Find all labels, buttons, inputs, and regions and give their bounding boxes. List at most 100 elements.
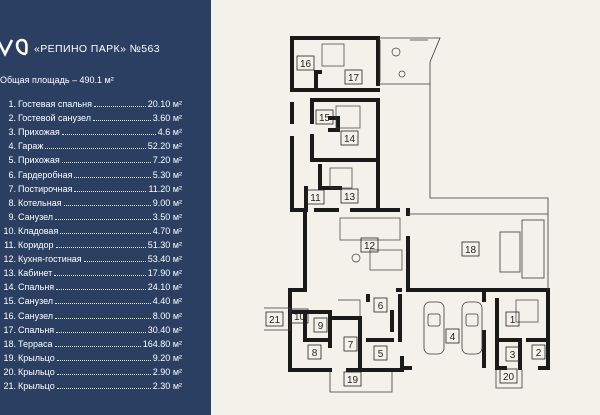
room-area: 3.60 м²	[152, 113, 182, 124]
dot-leader	[56, 281, 146, 291]
room-name: Крыльцо	[18, 381, 55, 391]
room-label-14: 14	[340, 130, 359, 146]
room-number: 5.	[8, 155, 16, 166]
room-area: 20.10 м²	[147, 99, 182, 109]
dot-leader	[55, 310, 151, 319]
room-label-3: 3	[505, 346, 520, 362]
room-number: 20.	[3, 366, 16, 377]
svg-text:17: 17	[348, 73, 360, 84]
room-area: 4.6 м²	[157, 127, 182, 138]
total-area: Общая площадь – 490.1 м²	[0, 75, 114, 85]
room-area: 5.30 м²	[152, 169, 182, 180]
room-list-item: 17.Спальня 30.40 м²	[0, 324, 182, 336]
room-number: 9.	[8, 211, 16, 222]
room-name: Крыльцо	[18, 366, 55, 377]
dot-leader	[63, 197, 151, 206]
room-name: Кабинет	[18, 268, 53, 279]
room-name: Санузел	[18, 296, 54, 307]
dot-leader	[94, 98, 146, 107]
room-label-8: 8	[307, 344, 322, 360]
room-label-9: 9	[313, 317, 328, 333]
room-number: 1.	[8, 99, 16, 109]
room-name: Спальня	[18, 324, 55, 335]
svg-text:3: 3	[510, 350, 516, 361]
room-name: Гараж	[18, 141, 44, 152]
room-label-17: 17	[344, 69, 363, 85]
room-area: 52.20 м²	[147, 141, 182, 152]
svg-text:6: 6	[378, 301, 384, 312]
svg-text:13: 13	[344, 192, 356, 203]
svg-text:7: 7	[348, 340, 354, 351]
room-area: 24.10 м²	[147, 282, 182, 293]
room-name: Гардеробная	[18, 169, 73, 180]
room-area: 9.20 м²	[152, 352, 182, 363]
svg-text:10: 10	[294, 312, 306, 323]
room-number: 12.	[3, 254, 16, 265]
room-label-2: 2	[531, 344, 546, 360]
room-number: 3.	[8, 127, 16, 138]
svg-text:11: 11	[310, 193, 321, 204]
room-area: 4.40 м²	[152, 296, 182, 307]
svg-text:16: 16	[300, 59, 312, 70]
room-label-13: 13	[340, 188, 359, 204]
room-label-20: 20	[499, 368, 518, 384]
room-label-10: 10	[290, 308, 309, 324]
room-name: Кладовая	[18, 225, 59, 236]
terrace-outline	[264, 37, 549, 393]
room-number: 17.	[3, 324, 16, 335]
room-area: 30.40 м²	[147, 324, 182, 335]
room-label-11: 11	[306, 189, 325, 205]
info-panel: «РЕПИНО ПАРК» №563 Общая площадь – 490.1…	[0, 0, 211, 415]
room-list-item: 3.Прихожая 4.6 м²	[0, 126, 182, 138]
dot-leader	[45, 140, 146, 150]
svg-text:21: 21	[269, 315, 281, 326]
dot-leader	[56, 366, 151, 375]
room-area: 2.30 м²	[152, 381, 182, 391]
room-area: 164.80 м²	[142, 338, 182, 349]
room-label-4: 4	[445, 328, 460, 344]
room-area: 7.20 м²	[152, 155, 182, 166]
dot-leader	[56, 324, 146, 333]
dot-leader	[55, 211, 151, 220]
room-number: 8.	[8, 197, 16, 208]
dot-leader	[54, 267, 146, 277]
room-name: Гостевой санузел	[18, 113, 91, 124]
dot-leader	[55, 295, 151, 305]
room-area: 11.20 м²	[148, 183, 182, 194]
dot-leader	[56, 352, 151, 361]
svg-text:5: 5	[378, 349, 384, 360]
room-label-7: 7	[343, 336, 358, 352]
svg-text:14: 14	[344, 134, 356, 145]
dot-leader	[60, 225, 151, 234]
room-number: 10.	[3, 225, 16, 236]
room-area: 53.40 м²	[147, 254, 182, 265]
svg-text:18: 18	[465, 245, 477, 256]
room-area: 2.90 м²	[152, 366, 182, 377]
room-name: Коридор	[18, 240, 54, 250]
room-label-19: 19	[343, 371, 362, 387]
dot-leader	[61, 126, 156, 136]
room-number: 6.	[8, 169, 16, 180]
dot-leader	[56, 380, 151, 389]
room-label-18: 18	[461, 241, 480, 257]
room-name: Прихожая	[18, 155, 60, 166]
room-label-6: 6	[373, 297, 388, 313]
svg-text:20: 20	[503, 372, 515, 383]
brand-logo-icon	[0, 38, 28, 57]
room-list-item: 20.Крыльцо 2.90 м²	[0, 366, 182, 378]
dot-leader	[74, 183, 147, 192]
svg-text:2: 2	[536, 348, 542, 359]
room-name: Прихожая	[18, 127, 60, 138]
